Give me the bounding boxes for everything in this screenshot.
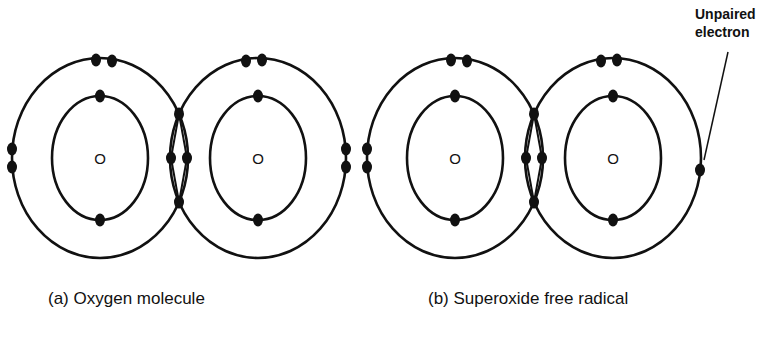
electron-dot (462, 55, 472, 68)
outer-shell (525, 58, 701, 258)
electron-dot (446, 54, 456, 67)
bond-line (534, 114, 542, 158)
electron-dot (166, 152, 176, 165)
bond-line (171, 114, 179, 158)
outer-shell (170, 58, 346, 258)
caption: (b) Superoxide free radical (428, 289, 628, 309)
caption: (a) Oxygen molecule (48, 289, 205, 309)
leader-line (704, 52, 728, 160)
atom-core: O (210, 96, 306, 220)
callout-label: Unpaired electron (695, 6, 765, 41)
electron-dot (174, 196, 184, 209)
electron-dot (521, 152, 531, 165)
bond-line (179, 158, 187, 202)
electron-dot (107, 55, 117, 68)
electron-dot (612, 54, 622, 67)
electron-dot (241, 55, 251, 68)
inner-shell (407, 96, 503, 220)
atom-symbol: O (607, 151, 619, 166)
electron-dot (596, 55, 606, 68)
electron-dot (341, 143, 351, 156)
electron-dot (529, 107, 539, 120)
inner-shell (52, 96, 148, 220)
bond-line (526, 158, 534, 202)
inner-shell (565, 96, 661, 220)
electron-dot (182, 152, 192, 165)
atom-core: O (407, 96, 503, 220)
inner-shell (210, 96, 306, 220)
atom-core: O (52, 96, 148, 220)
atom-symbol: O (449, 151, 461, 166)
electron-dot (362, 143, 372, 156)
electron-dot (529, 196, 539, 209)
electron-dot (341, 161, 351, 174)
atom-symbol: O (252, 151, 264, 166)
electron-dot (91, 54, 101, 67)
outer-shell (12, 58, 188, 258)
atom-core: O (565, 96, 661, 220)
bond-line (526, 114, 534, 158)
bond-line (179, 114, 187, 158)
electron-dot (7, 161, 17, 174)
bond-line (171, 158, 179, 202)
bond-line (534, 158, 542, 202)
electron-dot (537, 152, 547, 165)
electron-dot (174, 107, 184, 120)
electron-dot (257, 54, 267, 67)
electron-dot (695, 164, 705, 177)
atom-symbol: O (94, 151, 106, 166)
outer-shell (367, 58, 543, 258)
electron-dot (362, 161, 372, 174)
electron-dot (7, 143, 17, 156)
